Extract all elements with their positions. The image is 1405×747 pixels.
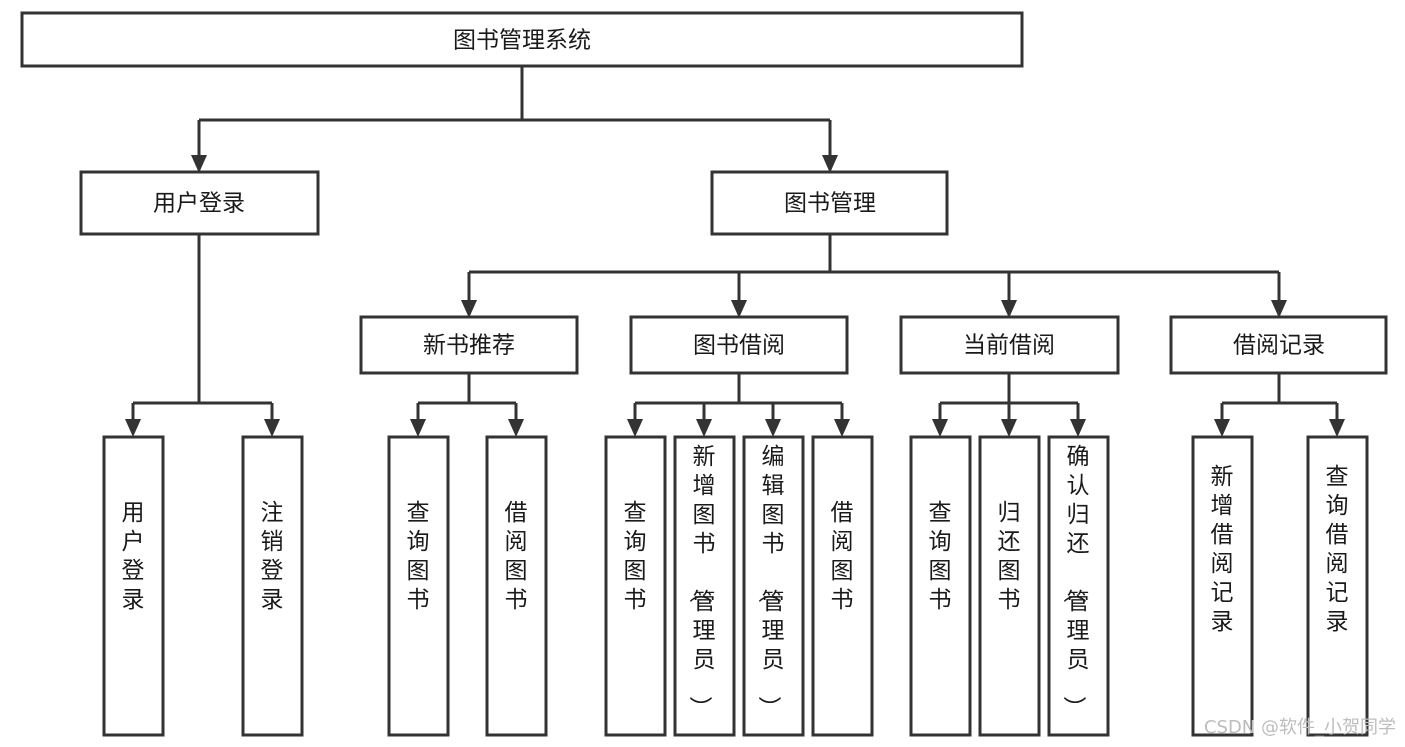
node-leaf-borrow-book-1-box[interactable] — [485, 435, 548, 737]
node-leaf-query-book-3[interactable]: 查询图书 — [909, 435, 972, 737]
node-leaf-add-record[interactable]: 新增借阅记录 — [1191, 435, 1254, 737]
node-leaf-query-record-label: 查询借阅记录 — [1326, 464, 1349, 635]
node-leaf-edit-book-box[interactable] — [742, 435, 805, 737]
arrow-head-leaf-edit-book — [765, 419, 781, 437]
node-leaf-query-book-3-box[interactable] — [909, 435, 972, 737]
arrow-head-leaf-query-record — [1329, 419, 1345, 437]
node-leaf-user-login-box[interactable] — [102, 435, 165, 737]
node-book-manage-box[interactable] — [710, 170, 949, 236]
arrow-head-leaf-add-record — [1214, 419, 1230, 437]
arrow-head-current-borrow — [1001, 300, 1017, 318]
node-borrow-record-box[interactable] — [1169, 315, 1388, 375]
arrow-head-leaf-borrow-book-1 — [508, 419, 524, 437]
arrow-head-new-book-recommend — [461, 300, 477, 318]
node-leaf-confirm-return-label: 确认归还（管理员） — [1061, 444, 1090, 719]
node-root[interactable]: 图书管理系统 — [20, 11, 1024, 68]
node-leaf-add-book-label: 新增图书（管理员） — [687, 444, 716, 719]
arrow-head-leaf-query-book-3 — [932, 419, 948, 437]
arrow-head-book-borrow — [731, 300, 747, 318]
node-user-login[interactable]: 用户登录 — [79, 170, 320, 236]
node-leaf-query-record[interactable]: 查询借阅记录 — [1306, 435, 1369, 737]
connector-layer — [125, 66, 1345, 437]
node-leaf-user-logout[interactable]: 注销登录 — [241, 435, 304, 737]
node-new-book-recommend-label: 新书推荐 — [423, 333, 515, 359]
arrow-head-leaf-return-book — [1001, 419, 1017, 437]
node-leaf-add-record-box[interactable] — [1191, 435, 1254, 737]
arrow-head-book-manage — [822, 155, 838, 173]
node-leaf-query-book-1[interactable]: 查询图书 — [387, 435, 450, 737]
node-leaf-add-book-box[interactable] — [673, 435, 736, 737]
node-leaf-add-record-label: 新增借阅记录 — [1211, 464, 1234, 635]
node-book-manage[interactable]: 图书管理 — [710, 170, 949, 236]
node-book-manage-label: 图书管理 — [784, 191, 876, 217]
node-leaf-user-logout-label: 注销登录 — [261, 500, 284, 613]
node-leaf-query-book-3-label: 查询图书 — [929, 500, 952, 613]
watermark-text: CSDN @软件_小贺同学 — [1204, 717, 1396, 738]
node-current-borrow-box[interactable] — [899, 315, 1120, 375]
node-leaf-return-book-box[interactable] — [978, 435, 1041, 737]
node-root-box[interactable] — [20, 11, 1024, 68]
node-borrow-record[interactable]: 借阅记录 — [1169, 315, 1388, 375]
node-leaf-query-book-2[interactable]: 查询图书 — [604, 435, 667, 737]
node-user-login-label: 用户登录 — [153, 191, 245, 217]
node-leaf-borrow-book-2-box[interactable] — [811, 435, 874, 737]
arrow-head-leaf-add-book — [696, 419, 712, 437]
node-leaf-query-book-2-label: 查询图书 — [624, 500, 647, 613]
node-current-borrow-label: 当前借阅 — [963, 333, 1055, 359]
node-book-borrow-box[interactable] — [629, 315, 849, 375]
node-current-borrow[interactable]: 当前借阅 — [899, 315, 1120, 375]
node-leaf-borrow-book-1[interactable]: 借阅图书 — [485, 435, 548, 737]
node-leaf-query-book-1-label: 查询图书 — [407, 500, 430, 613]
arrow-head-leaf-query-book-1 — [410, 419, 426, 437]
arrow-head-leaf-borrow-book-2 — [834, 419, 850, 437]
node-leaf-query-record-box[interactable] — [1306, 435, 1369, 737]
node-leaf-confirm-return[interactable]: 确认归还（管理员） — [1047, 435, 1110, 737]
node-leaf-user-login[interactable]: 用户登录 — [102, 435, 165, 737]
arrow-head-borrow-record — [1271, 300, 1287, 318]
arrow-head-leaf-user-logout — [264, 419, 280, 437]
arrow-head-user-login — [191, 155, 207, 173]
node-leaf-query-book-1-box[interactable] — [387, 435, 450, 737]
node-leaf-query-book-2-box[interactable] — [604, 435, 667, 737]
node-leaf-user-login-label: 用户登录 — [122, 500, 145, 613]
node-borrow-record-label: 借阅记录 — [1233, 333, 1325, 359]
node-leaf-return-book-label: 归还图书 — [998, 500, 1021, 613]
node-leaf-return-book[interactable]: 归还图书 — [978, 435, 1041, 737]
arrow-head-leaf-user-login — [125, 419, 141, 437]
node-leaf-user-logout-box[interactable] — [241, 435, 304, 737]
node-new-book-recommend-box[interactable] — [359, 315, 579, 375]
node-leaf-borrow-book-1-label: 借阅图书 — [505, 500, 528, 613]
node-book-borrow-label: 图书借阅 — [693, 333, 785, 359]
node-root-label: 图书管理系统 — [453, 28, 591, 54]
node-book-borrow[interactable]: 图书借阅 — [629, 315, 849, 375]
node-leaf-edit-book[interactable]: 编辑图书（管理员） — [742, 435, 805, 737]
node-leaf-borrow-book-2-label: 借阅图书 — [831, 500, 854, 613]
node-user-login-box[interactable] — [79, 170, 320, 236]
node-leaf-edit-book-label: 编辑图书（管理员） — [756, 444, 785, 719]
arrow-head-leaf-query-book-2 — [627, 419, 643, 437]
node-leaf-borrow-book-2[interactable]: 借阅图书 — [811, 435, 874, 737]
arrow-head-leaf-confirm-return — [1070, 419, 1086, 437]
node-leaf-confirm-return-box[interactable] — [1047, 435, 1110, 737]
node-new-book-recommend[interactable]: 新书推荐 — [359, 315, 579, 375]
node-leaf-add-book[interactable]: 新增图书（管理员） — [673, 435, 736, 737]
